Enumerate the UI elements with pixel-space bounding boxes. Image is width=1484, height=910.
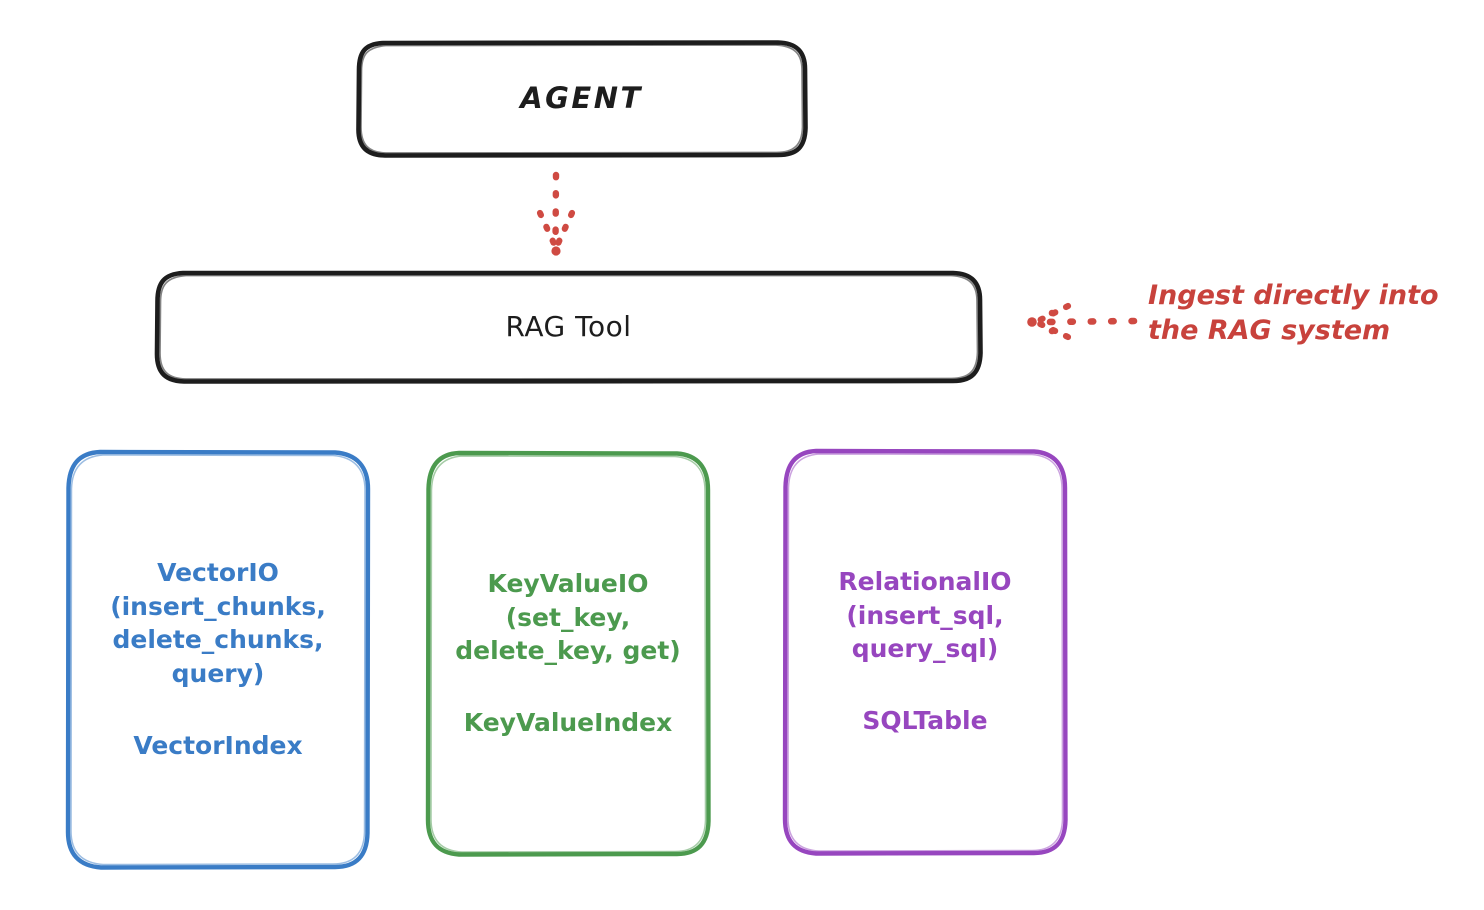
relational-io-api-label: RelationalIO (insert_sql, query_sql) bbox=[838, 567, 1012, 664]
vector-io-api-label: VectorIO (insert_chunks, delete_chunks, … bbox=[110, 558, 326, 688]
key-value-index-label: KeyValueIndex bbox=[463, 708, 673, 738]
sql-table-label: SQLTable bbox=[862, 706, 988, 736]
rag-tool-node-label: RAG Tool bbox=[505, 309, 632, 343]
relational-io-node-label: RelationalIO (insert_sql, query_sql) SQL… bbox=[785, 450, 1065, 853]
ingest-annotation-label: Ingest directly into the RAG system bbox=[1148, 280, 1439, 347]
agent-node-label: AGENT bbox=[520, 80, 643, 115]
key-value-io-node-label: KeyValueIO (set_key, delete_key, get) Ke… bbox=[428, 452, 708, 855]
vector-index-label: VectorIndex bbox=[133, 731, 303, 761]
agent-to-rag-connector bbox=[536, 171, 576, 256]
vector-io-node-label: VectorIO (insert_chunks, delete_chunks, … bbox=[68, 451, 368, 868]
ingest-annotation-arrow bbox=[1027, 302, 1138, 341]
key-value-io-api-label: KeyValueIO (set_key, delete_key, get) bbox=[455, 569, 681, 666]
